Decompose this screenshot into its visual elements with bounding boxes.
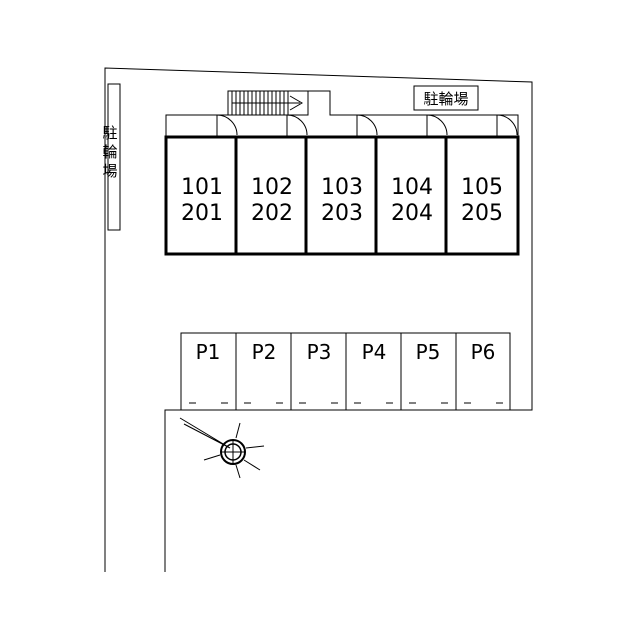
unit-cell: 105 205 (461, 175, 503, 226)
bike-parking-top-label: 駐輪場 (423, 90, 468, 108)
parking-label: P4 (362, 340, 387, 364)
unit-number-1f: 103 (321, 175, 363, 200)
unit-number-2f: 205 (461, 201, 503, 226)
unit-number-1f: 104 (391, 175, 433, 200)
bike-parking-left-char-1: 駐 (102, 124, 117, 142)
unit-cell: 102 202 (251, 175, 293, 226)
bike-parking-left-char-3: 場 (102, 162, 117, 180)
unit-cell: 101 201 (181, 175, 223, 226)
unit-number-2f: 203 (321, 201, 363, 226)
door-swing-icon (216, 114, 238, 137)
unit-number-2f: 202 (251, 201, 293, 226)
unit-number-2f: 201 (181, 201, 223, 226)
unit-cell: 104 204 (391, 175, 433, 226)
parking-area (180, 332, 511, 410)
parking-label: P3 (307, 340, 332, 364)
bike-parking-left: 駐 輪 場 (102, 83, 121, 231)
door-swing-icon (496, 114, 518, 137)
bike-parking-top: 駐輪場 (413, 85, 479, 111)
parking-label: P1 (196, 340, 221, 364)
door-swing-icon (356, 114, 378, 137)
door-swing-icons (216, 114, 518, 137)
bike-parking-left-char-2: 輪 (102, 143, 117, 161)
compass-icon (179, 417, 265, 479)
door-swing-icon (426, 114, 448, 137)
building: 101 201 102 202 103 203 104 204 105 205 (164, 135, 520, 256)
door-swing-icon (286, 114, 308, 137)
parking-label: P2 (252, 340, 277, 364)
parking-label: P5 (416, 340, 441, 364)
unit-number-2f: 204 (391, 201, 433, 226)
unit-cell: 103 203 (321, 175, 363, 226)
unit-number-1f: 105 (461, 175, 503, 200)
property-boundary (104, 67, 533, 572)
unit-number-1f: 102 (251, 175, 293, 200)
stairs-icon (227, 90, 309, 116)
parking-label: P6 (471, 340, 496, 364)
unit-number-1f: 101 (181, 175, 223, 200)
